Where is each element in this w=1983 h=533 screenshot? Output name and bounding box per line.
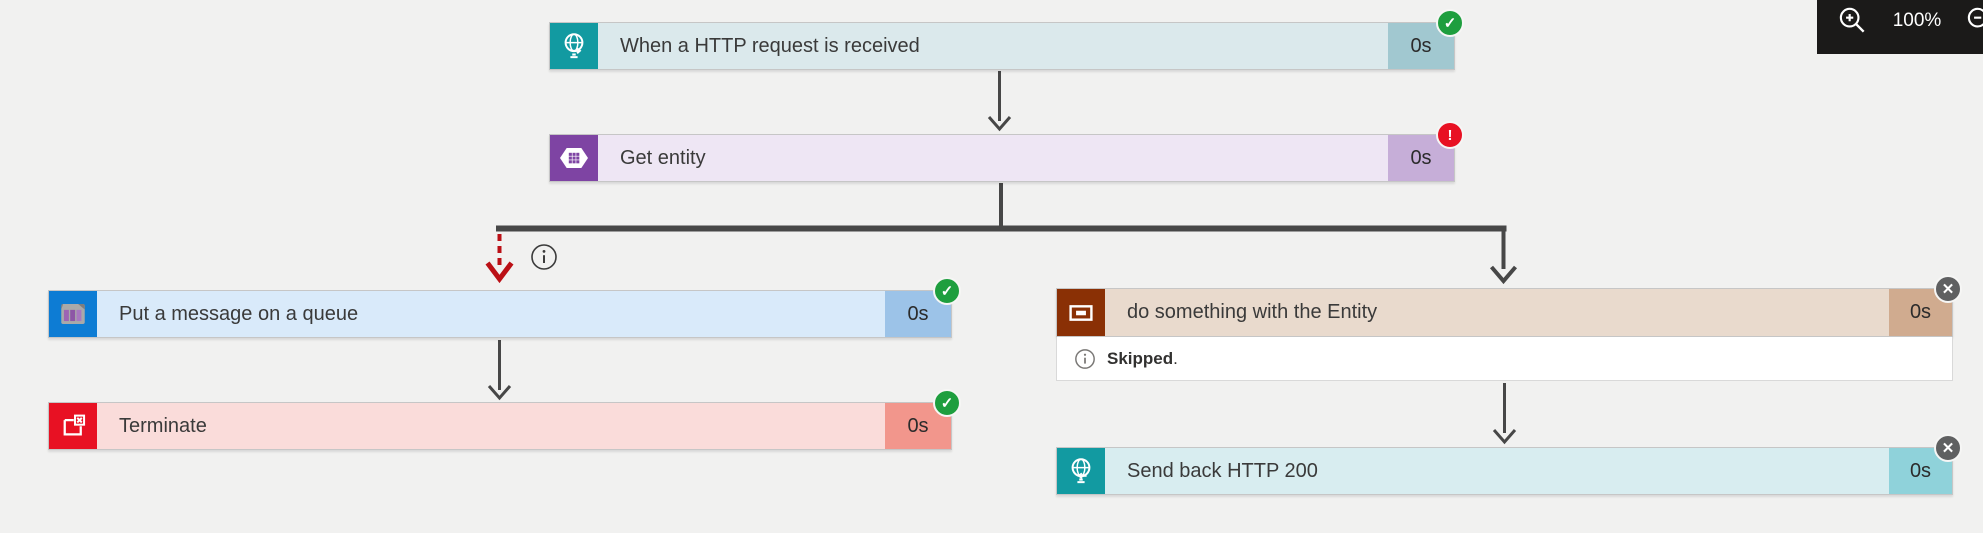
node-http-request-trigger[interactable]: When a HTTP request is received 0s ✓ (549, 9, 1464, 70)
node-do-something-with-entity[interactable]: do something with the Entity 0s ✕ (1056, 275, 1962, 337)
node-put-message-on-queue[interactable]: Put a message on a queue 0s ✓ (48, 277, 961, 338)
zoom-level-label: 100% (1892, 10, 1942, 31)
status-message: Skipped. (1107, 348, 1178, 368)
node-title: Terminate (119, 414, 207, 437)
zoom-toolbar: 100% (1817, 0, 1983, 54)
table-storage-icon (550, 135, 598, 181)
zoom-out-button[interactable] (1965, 5, 1983, 37)
status-badge-succeeded: ✓ (933, 277, 961, 305)
node-terminate[interactable]: Terminate 0s ✓ (48, 389, 961, 450)
node-title: Send back HTTP 200 (1127, 459, 1318, 482)
node-duration: 0s (1889, 448, 1952, 494)
node-send-back-http-200[interactable]: Send back HTTP 200 0s ✕ (1056, 434, 1962, 495)
zoom-out-icon (1967, 7, 1983, 28)
node-title: Put a message on a queue (119, 302, 359, 325)
node-status-panel: Skipped. (1056, 337, 1953, 381)
node-title: When a HTTP request is received (620, 34, 920, 57)
zoom-in-icon (1839, 7, 1865, 33)
status-badge-failed: ! (1436, 121, 1464, 149)
info-icon (1075, 348, 1095, 369)
node-title: Get entity (620, 146, 706, 169)
branch-info-icon[interactable] (529, 242, 559, 272)
http-response-icon (1057, 448, 1105, 494)
node-get-entity[interactable]: Get entity 0s ! (549, 121, 1464, 182)
status-badge-skipped: ✕ (1934, 275, 1962, 303)
queue-storage-icon (49, 291, 97, 337)
terminate-icon (49, 403, 97, 449)
status-badge-succeeded: ✓ (933, 389, 961, 417)
http-request-icon (550, 23, 598, 69)
zoom-in-button[interactable] (1837, 5, 1869, 37)
status-badge-skipped: ✕ (1934, 434, 1962, 462)
status-badge-succeeded: ✓ (1436, 9, 1464, 37)
node-title: do something with the Entity (1127, 301, 1378, 323)
scope-icon (1057, 289, 1105, 336)
